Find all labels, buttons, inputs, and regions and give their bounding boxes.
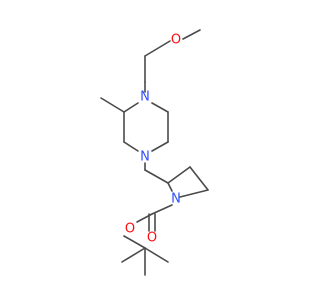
bond-carbonyl-o-ester bbox=[136, 213, 153, 223]
bond-n4-c3 bbox=[123, 102, 139, 113]
atom-labels: O N N N O O bbox=[125, 33, 181, 246]
piperazine-n4-label: N bbox=[140, 90, 150, 105]
bond-tbu-me2 bbox=[144, 247, 169, 263]
bond-tbu-me3 bbox=[121, 247, 146, 263]
bond-c6-n1 bbox=[151, 141, 169, 152]
bond-c3-methyl bbox=[100, 97, 125, 113]
bond-o-ch2 bbox=[144, 40, 171, 57]
bond-az-c3-c4 bbox=[189, 166, 209, 191]
bond-n4-c5 bbox=[151, 102, 169, 113]
methoxy-oxygen-label: O bbox=[171, 33, 181, 48]
carbonyl-oxygen-label: O bbox=[147, 231, 157, 246]
bond-az-n-c2 bbox=[167, 182, 173, 192]
bond-az-c4-n bbox=[179, 189, 209, 198]
bond-n1-c2 bbox=[123, 141, 139, 152]
bond-methyl-o bbox=[182, 29, 201, 40]
azetidine-n-label: N bbox=[171, 192, 181, 207]
bond-n-carbonyl bbox=[151, 204, 173, 215]
piperazine-n1-label: N bbox=[140, 150, 150, 165]
bond-az-c2-c3 bbox=[167, 166, 191, 184]
bond-o-tbu bbox=[123, 235, 146, 249]
molecule-structure: O N N N O O bbox=[100, 29, 209, 276]
bonds bbox=[100, 29, 209, 276]
bond-ch2-azetidine bbox=[144, 169, 169, 184]
ester-oxygen-label: O bbox=[125, 222, 135, 237]
